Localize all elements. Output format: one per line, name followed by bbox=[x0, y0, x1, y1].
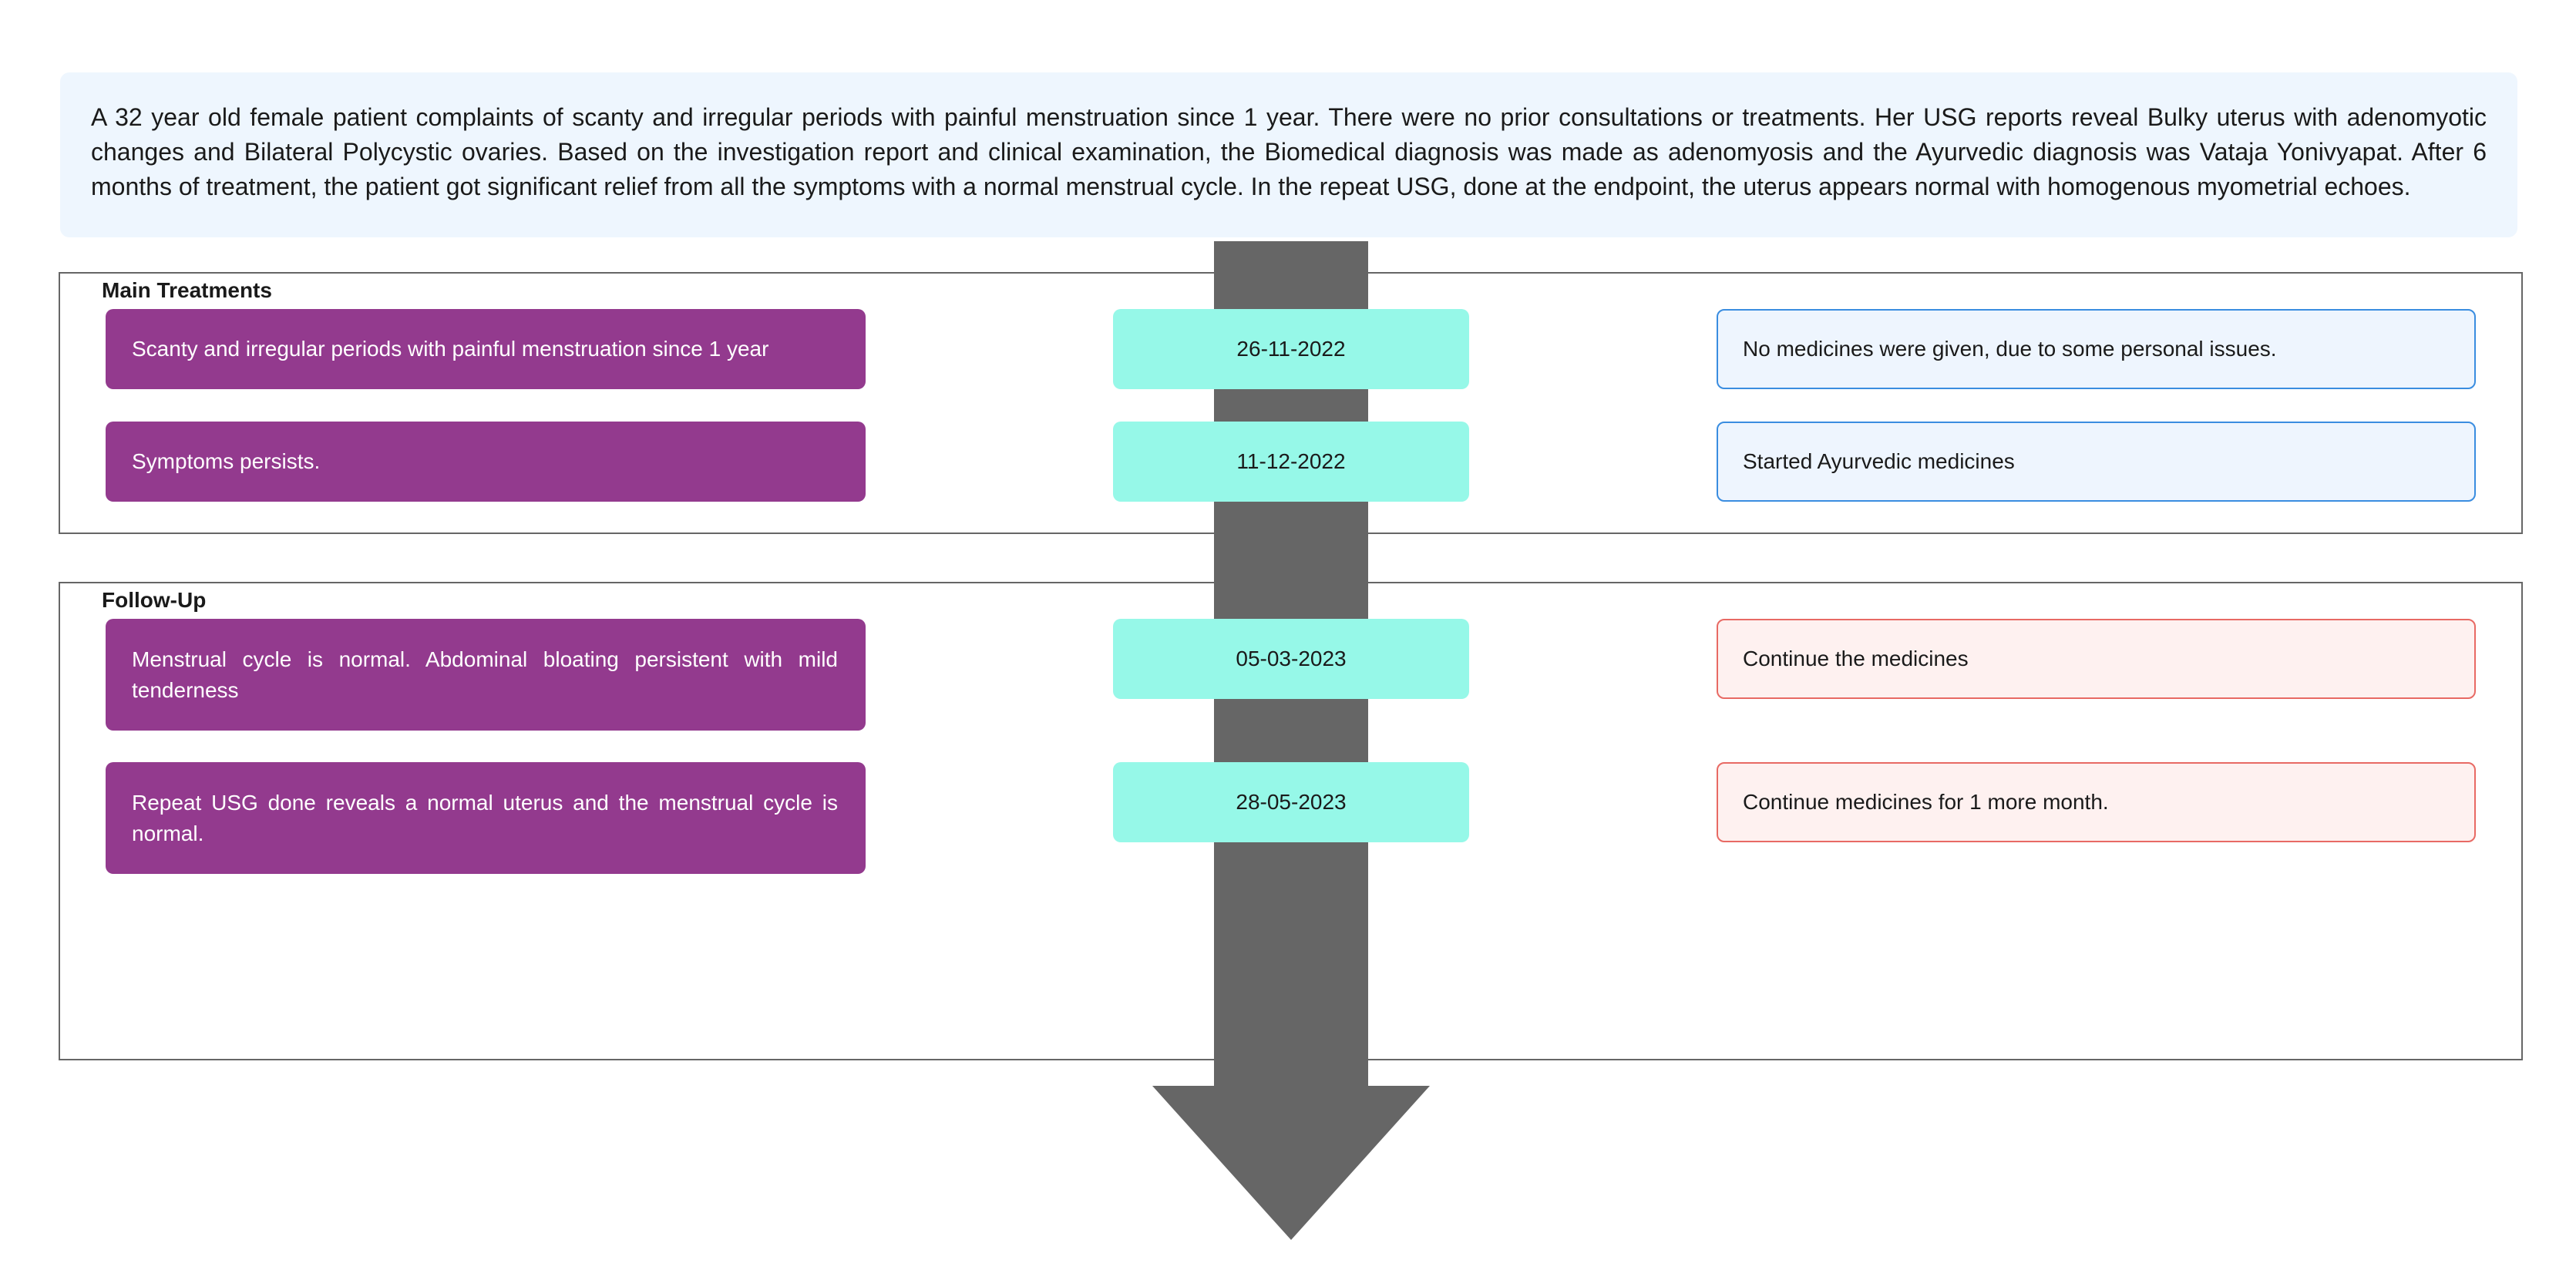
event-box: Scanty and irregular periods with painfu… bbox=[106, 309, 866, 389]
action-box: Started Ayurvedic medicines bbox=[1717, 422, 2476, 502]
date-box: 05-03-2023 bbox=[1113, 619, 1469, 699]
section-title: Main Treatments bbox=[102, 278, 272, 302]
date-text: 28-05-2023 bbox=[1236, 790, 1347, 814]
action-text: No medicines were given, due to some per… bbox=[1743, 337, 2277, 361]
event-box: Menstrual cycle is normal. Abdominal blo… bbox=[106, 619, 866, 731]
main-treatments-section: Main Treatments bbox=[59, 272, 2523, 534]
date-text: 11-12-2022 bbox=[1236, 449, 1346, 473]
follow-up-section: Follow-Up bbox=[59, 582, 2523, 1060]
action-text: Continue the medicines bbox=[1743, 647, 1969, 670]
section-title: Follow-Up bbox=[102, 588, 207, 612]
event-box: Symptoms persists. bbox=[106, 422, 866, 502]
date-box: 11-12-2022 bbox=[1113, 422, 1469, 502]
case-summary-text: A 32 year old female patient complaints … bbox=[91, 103, 2487, 200]
action-text: Started Ayurvedic medicines bbox=[1743, 449, 2015, 473]
event-text: Repeat USG done reveals a normal uterus … bbox=[132, 790, 838, 845]
date-text: 26-11-2022 bbox=[1236, 337, 1346, 361]
event-box: Repeat USG done reveals a normal uterus … bbox=[106, 762, 866, 874]
timeline-arrow-head bbox=[1152, 1086, 1430, 1240]
event-text: Menstrual cycle is normal. Abdominal blo… bbox=[132, 647, 838, 702]
action-box: Continue the medicines bbox=[1717, 619, 2476, 699]
event-text: Symptoms persists. bbox=[132, 449, 321, 473]
action-text: Continue medicines for 1 more month. bbox=[1743, 790, 2109, 814]
action-box: Continue medicines for 1 more month. bbox=[1717, 762, 2476, 842]
date-box: 26-11-2022 bbox=[1113, 309, 1469, 389]
event-text: Scanty and irregular periods with painfu… bbox=[132, 337, 769, 361]
date-text: 05-03-2023 bbox=[1236, 647, 1347, 670]
case-summary: A 32 year old female patient complaints … bbox=[60, 72, 2517, 237]
date-box: 28-05-2023 bbox=[1113, 762, 1469, 842]
action-box: No medicines were given, due to some per… bbox=[1717, 309, 2476, 389]
